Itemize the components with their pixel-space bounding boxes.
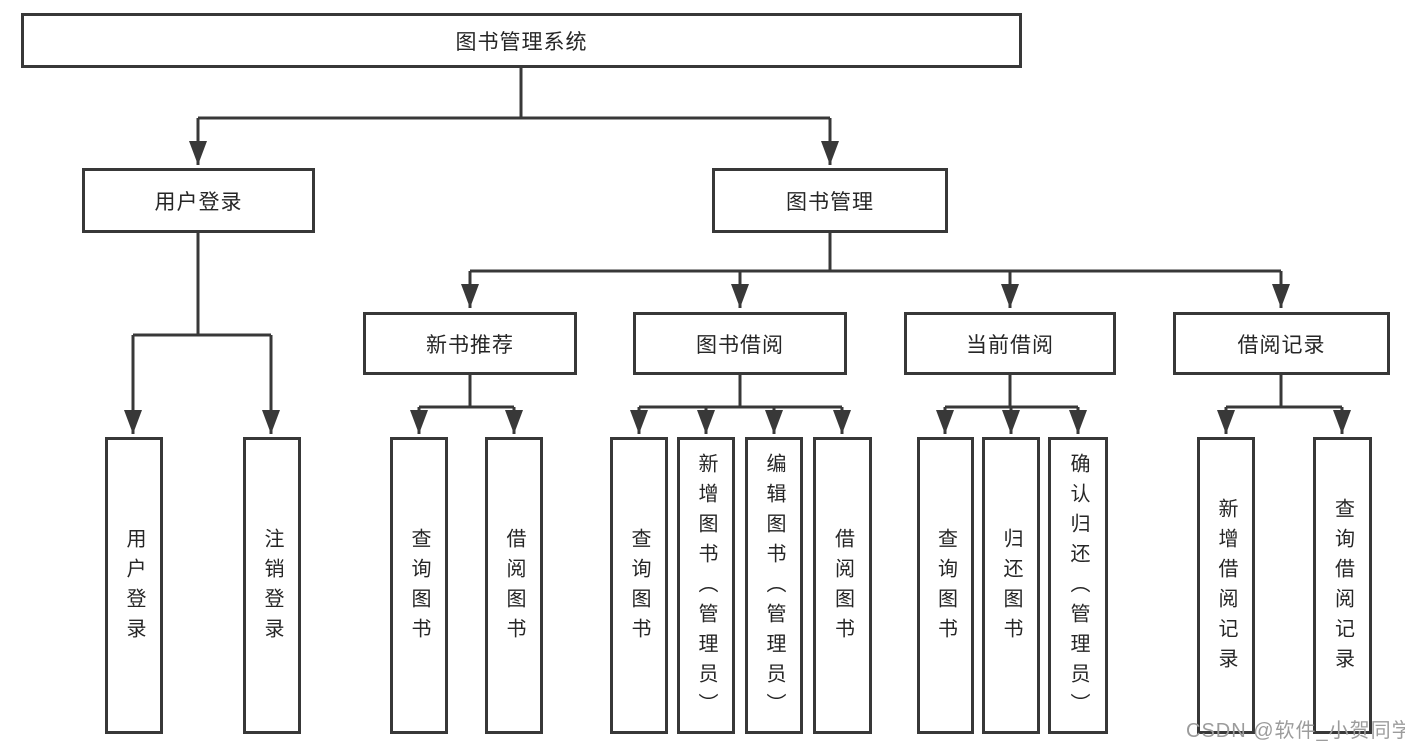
node-current-borrowing: 当前借阅 (904, 312, 1116, 375)
node-root: 图书管理系统 (21, 13, 1022, 68)
leaf-add-books-admin: 新增图书（管理员） (677, 437, 735, 734)
leaf-logout-login: 注销登录 (243, 437, 301, 734)
leaf-user-login: 用户登录 (105, 437, 163, 734)
node-user-login: 用户登录 (82, 168, 315, 233)
leaf-query-borrowing-record: 查询借阅记录 (1313, 437, 1372, 734)
leaf-edit-books-admin: 编辑图书（管理员） (745, 437, 803, 734)
leaf-query-books-current: 查询图书 (917, 437, 974, 734)
leaf-return-books: 归还图书 (982, 437, 1040, 734)
node-book-management: 图书管理 (712, 168, 948, 233)
leaf-confirm-return-admin: 确认归还（管理员） (1048, 437, 1108, 734)
node-new-book-recommendation: 新书推荐 (363, 312, 577, 375)
node-book-borrowing: 图书借阅 (633, 312, 847, 375)
leaf-query-books-borrowing: 查询图书 (610, 437, 668, 734)
leaf-add-borrowing-record: 新增借阅记录 (1197, 437, 1255, 734)
node-borrowing-records: 借阅记录 (1173, 312, 1390, 375)
leaf-query-books-recommendation: 查询图书 (390, 437, 448, 734)
leaf-borrow-books-recommendation: 借阅图书 (485, 437, 543, 734)
csdn-watermark: CSDN @软件_小贺同学 (1186, 720, 1405, 742)
leaf-borrow-books-borrowing: 借阅图书 (813, 437, 872, 734)
